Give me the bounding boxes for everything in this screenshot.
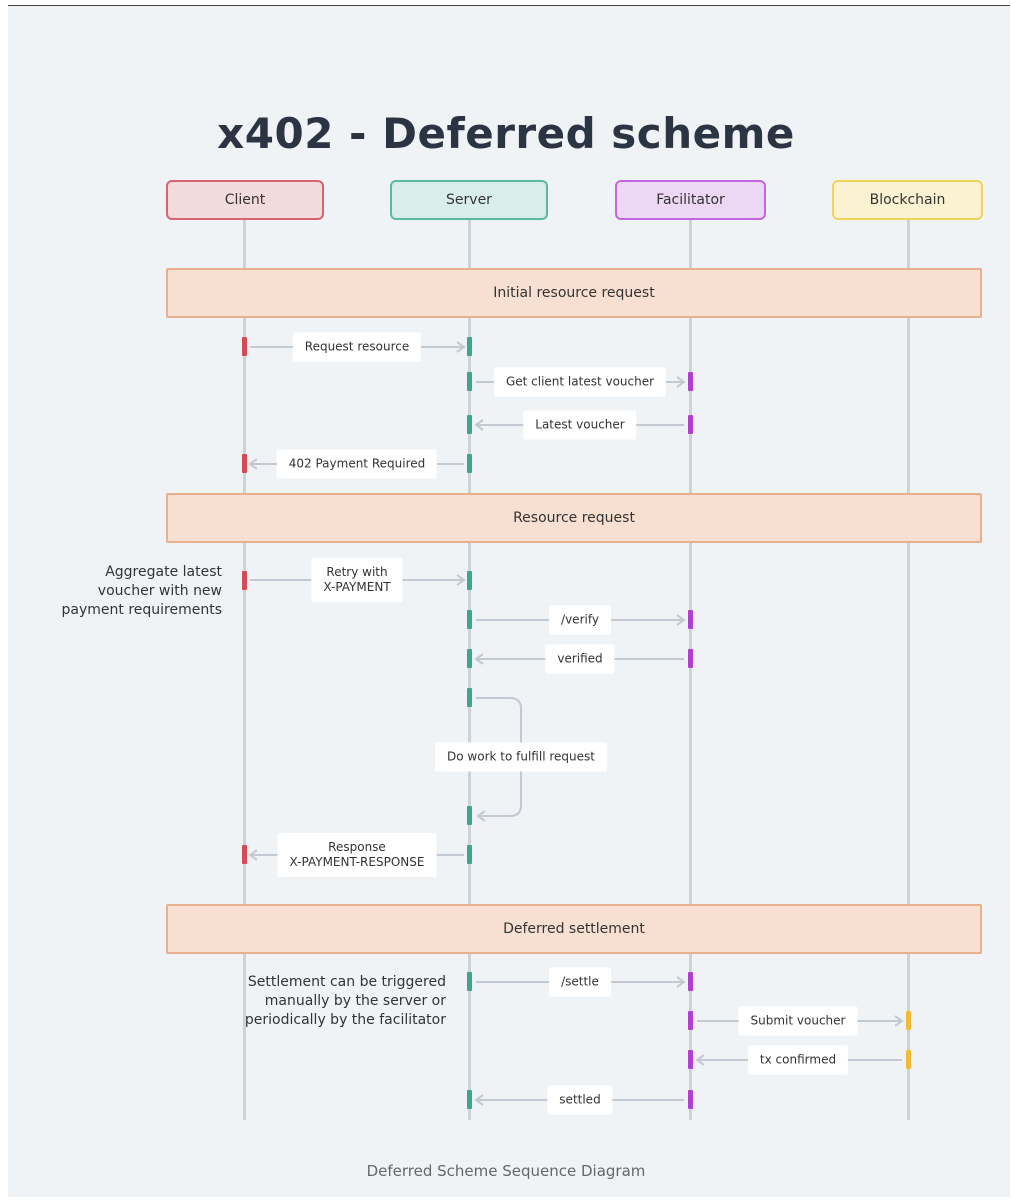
message-retry-with-x-payment: Retry with X-PAYMENT — [311, 558, 403, 602]
server-activation — [467, 649, 472, 668]
message-tx-confirmed: tx confirmed — [747, 1045, 849, 1075]
client-activation — [242, 337, 247, 356]
phase-resource-request: Resource request — [166, 493, 982, 543]
facilitator-activation — [688, 1090, 693, 1109]
actor-facilitator-label: Facilitator — [656, 192, 725, 208]
arrow-submit-voucher-head — [894, 1015, 904, 1027]
facilitator-activation — [688, 1050, 693, 1069]
server-activation — [467, 415, 472, 434]
message-settle: /settle — [549, 967, 611, 997]
diagram-title: x402 - Deferred scheme — [217, 109, 795, 158]
actor-server-label: Server — [446, 192, 492, 208]
arrow-request-resource-head — [456, 341, 466, 353]
phase-label: Deferred settlement — [503, 921, 645, 937]
server-activation — [467, 845, 472, 864]
actor-server: Server — [390, 180, 548, 220]
actor-client: Client — [166, 180, 324, 220]
actor-blockchain-label: Blockchain — [869, 192, 946, 208]
blockchain-activation — [906, 1050, 911, 1069]
message-verified: verified — [545, 644, 615, 674]
note-aggregate-voucher: Aggregate latest voucher with new paymen… — [61, 564, 223, 618]
phase-deferred-settlement: Deferred settlement — [166, 904, 982, 954]
client-activation — [242, 454, 247, 473]
message-get-client-latest-voucher: Get client latest voucher — [493, 367, 667, 397]
facilitator-lifeline — [689, 220, 692, 1120]
arrow-settled-head — [474, 1094, 484, 1106]
note-settlement-trigger: Settlement can be triggered manually by … — [244, 974, 446, 1028]
server-activation — [467, 972, 472, 991]
server-activation — [467, 806, 472, 825]
facilitator-activation — [688, 972, 693, 991]
server-lifeline — [468, 220, 471, 1120]
message-submit-voucher: Submit voucher — [738, 1006, 858, 1036]
facilitator-activation — [688, 415, 693, 434]
arrow-verified-head — [474, 653, 484, 665]
blockchain-lifeline — [907, 220, 910, 1120]
phase-label: Initial resource request — [493, 285, 655, 301]
phase-label: Resource request — [513, 510, 635, 526]
arrow-settle-head — [676, 976, 686, 988]
arrow-do-work-loop-head — [476, 810, 486, 822]
message-settled: settled — [547, 1085, 613, 1115]
phase-initial-resource-request: Initial resource request — [166, 268, 982, 318]
facilitator-activation — [688, 610, 693, 629]
arrow-get-latest-voucher-head — [676, 376, 686, 388]
facilitator-activation — [688, 649, 693, 668]
arrow-tx-confirmed-head — [695, 1054, 705, 1066]
arrow-retry-with-payment-head — [456, 574, 466, 586]
message-request-resource: Request resource — [292, 332, 422, 362]
message-do-work: Do work to fulfill request — [435, 742, 607, 772]
message-verify: /verify — [549, 605, 611, 635]
actor-client-label: Client — [224, 192, 266, 208]
arrow-latest-voucher-head — [474, 419, 484, 431]
message-response-x-payment-response: Response X-PAYMENT-RESPONSE — [277, 833, 437, 877]
actor-blockchain: Blockchain — [832, 180, 983, 220]
arrow-402-payment-required-head — [248, 458, 258, 470]
arrow-verify-head — [676, 614, 686, 626]
client-lifeline — [243, 220, 246, 1120]
server-activation — [467, 688, 472, 707]
server-activation — [467, 1090, 472, 1109]
client-activation — [242, 845, 247, 864]
message-latest-voucher: Latest voucher — [523, 410, 637, 440]
server-activation — [467, 454, 472, 473]
actor-facilitator: Facilitator — [615, 180, 766, 220]
client-activation — [242, 571, 247, 590]
server-activation — [467, 337, 472, 356]
blockchain-activation — [906, 1011, 911, 1030]
message-402-payment-required: 402 Payment Required — [276, 449, 438, 479]
server-activation — [467, 372, 472, 391]
diagram-caption: Deferred Scheme Sequence Diagram — [366, 1162, 646, 1180]
facilitator-activation — [688, 1011, 693, 1030]
server-activation — [467, 610, 472, 629]
server-activation — [467, 571, 472, 590]
arrow-response-head — [248, 849, 258, 861]
facilitator-activation — [688, 372, 693, 391]
